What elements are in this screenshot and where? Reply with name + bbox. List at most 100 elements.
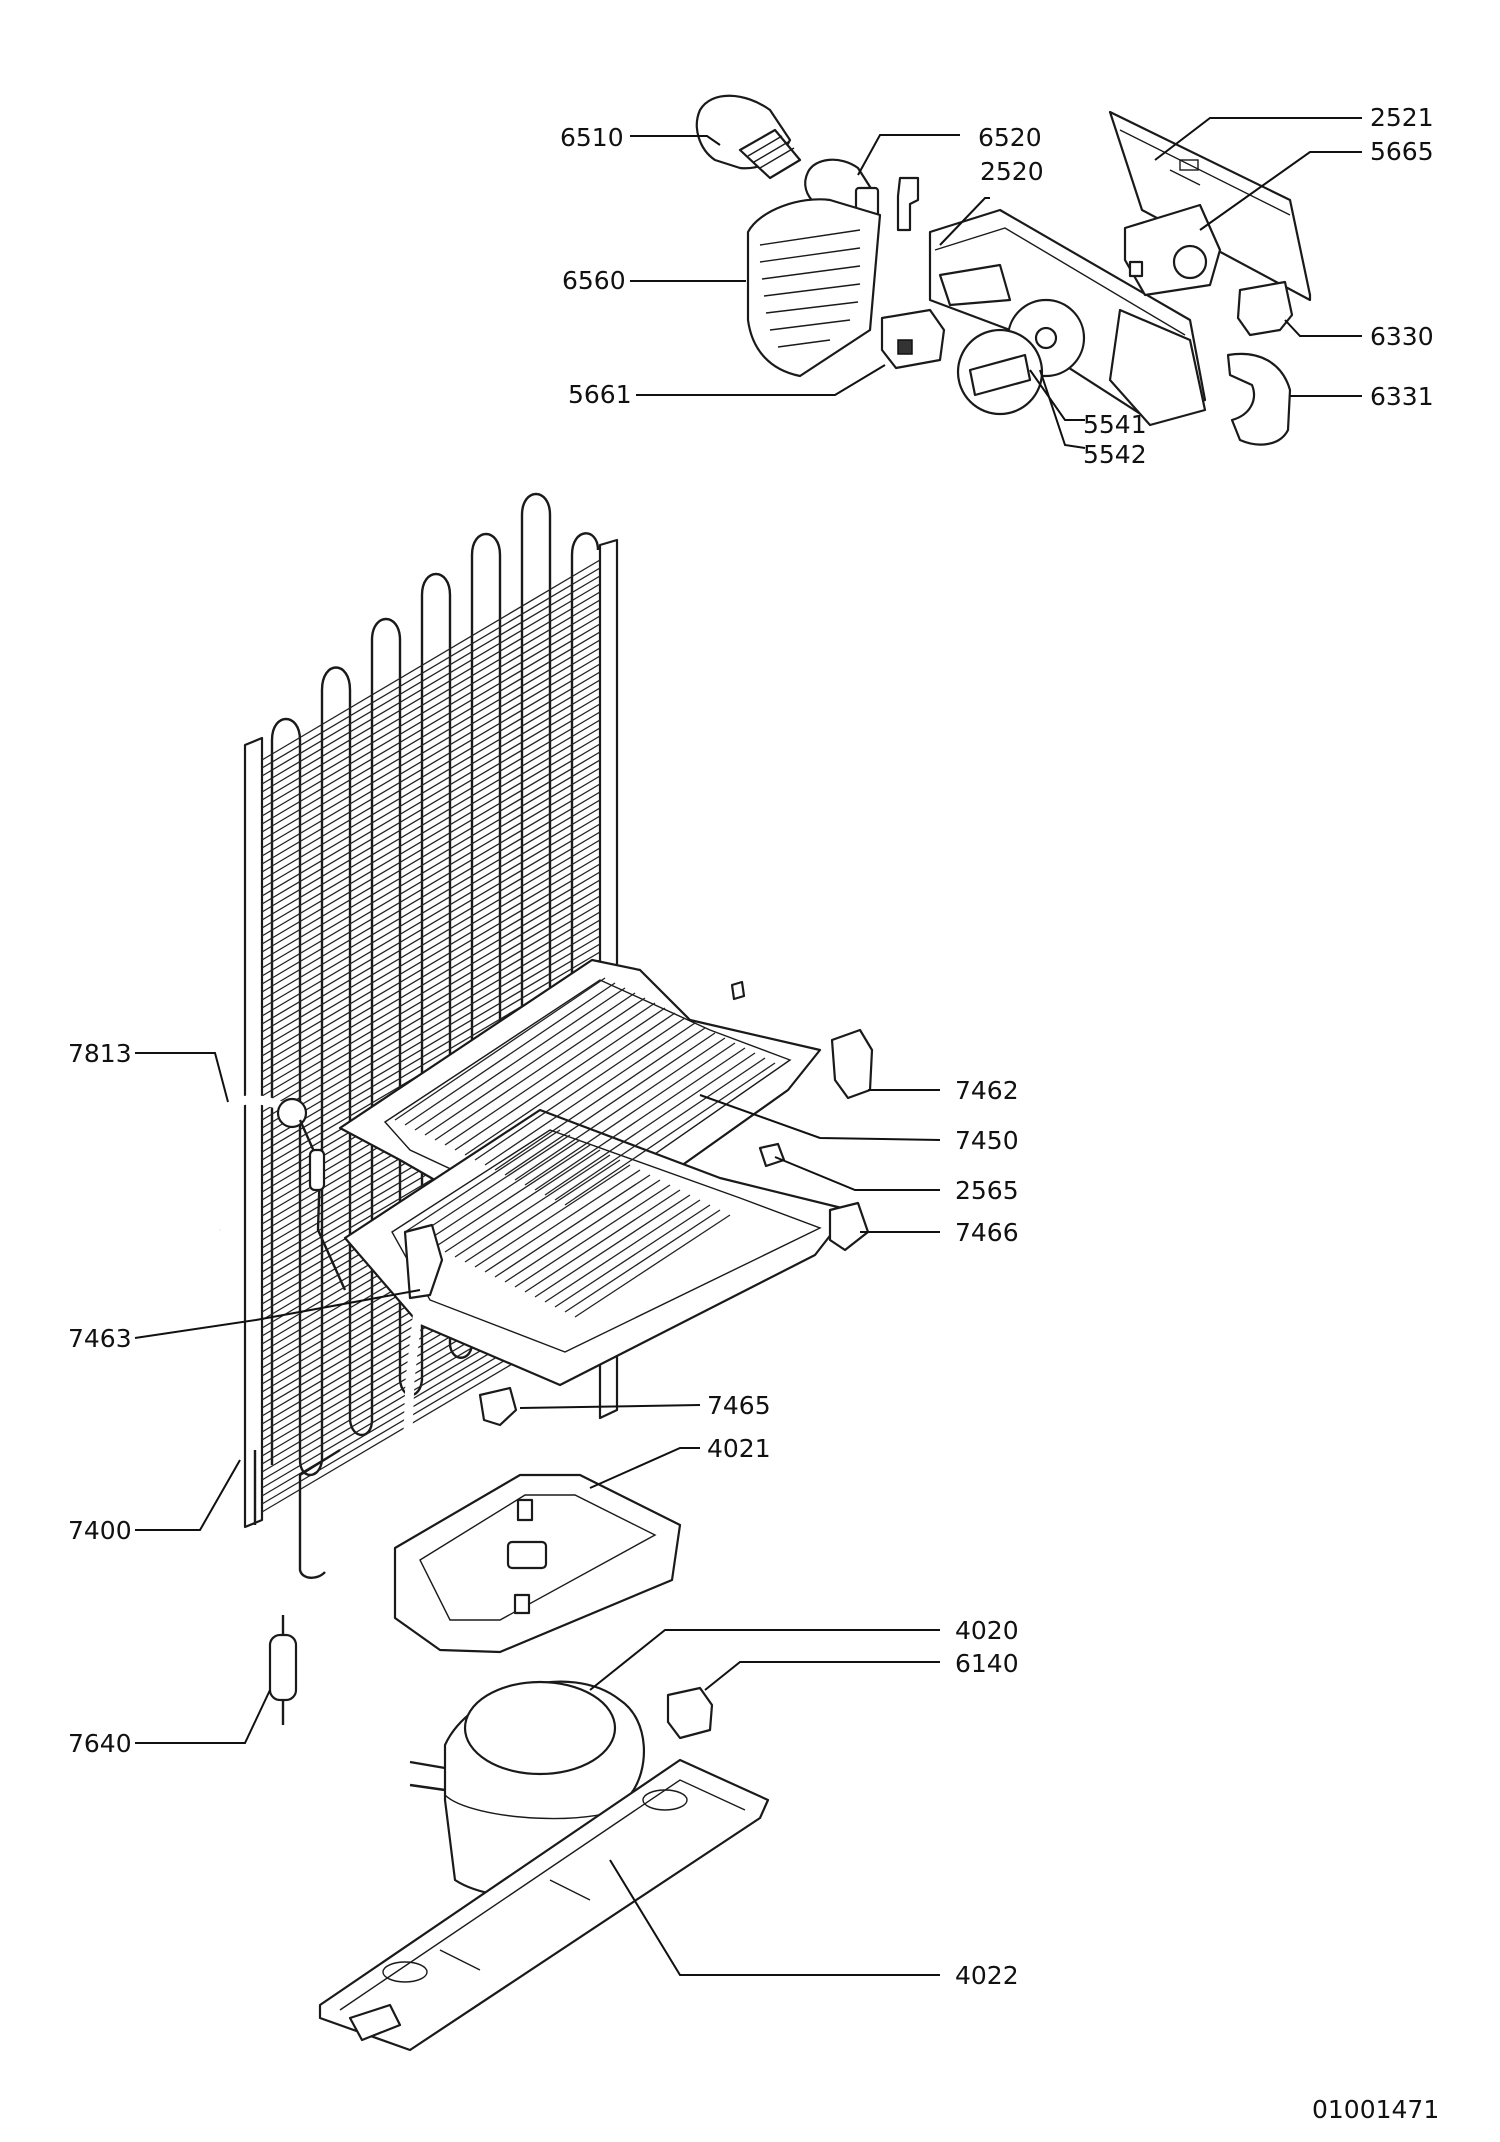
drip-tray (393, 1473, 682, 1654)
shelf-wire (534, 1047, 746, 1191)
label-2565: 2565 (955, 1176, 1019, 1205)
condenser-fin (261, 703, 601, 905)
condenser-fin (261, 823, 601, 1025)
shelf-wire (514, 1184, 671, 1288)
condenser-fin (261, 679, 601, 881)
label-4020: 4020 (955, 1616, 1019, 1645)
condenser-fin (261, 943, 601, 1145)
condenser-fin (261, 807, 601, 1009)
shelf-wire (424, 1139, 581, 1243)
light-switch (880, 308, 946, 370)
shelf-wire (564, 1209, 721, 1313)
shelf-wire (574, 1214, 731, 1318)
shelf-wire (544, 1199, 701, 1303)
label-6330: 6330 (1370, 322, 1434, 351)
shelf-wire (554, 1057, 766, 1201)
shelf-wire (394, 977, 606, 1121)
light-cover (746, 198, 882, 378)
condenser-fin (261, 887, 601, 1089)
label-2521: 2521 (1370, 103, 1434, 132)
shelf-wire (514, 1037, 726, 1181)
leader-lines (134, 117, 1362, 1976)
label-2520: 2520 (980, 157, 1044, 186)
shelf-wire (434, 997, 646, 1141)
condenser-fin (261, 895, 601, 1097)
label-5542: 5542 (1083, 440, 1147, 469)
label-7813: 7813 (68, 1039, 132, 1068)
condenser-fin (261, 847, 601, 1049)
shelf-wire (524, 1042, 736, 1186)
bracket-7463 (403, 1223, 444, 1300)
label-6140: 6140 (955, 1649, 1019, 1678)
shelf-wire (404, 982, 616, 1126)
mounting-plate (1108, 110, 1312, 302)
relay-box (666, 1686, 714, 1740)
condenser-fin (261, 615, 601, 817)
condenser-fin (261, 751, 601, 953)
lamp-bulb (695, 94, 802, 180)
base-plate (318, 1758, 770, 2052)
condenser-fin (261, 591, 601, 793)
condenser-fin (261, 727, 601, 929)
condenser-fin (261, 863, 601, 1065)
condenser-fin (261, 903, 601, 1105)
condenser-fin (261, 951, 601, 1153)
label-4022: 4022 (955, 1961, 1019, 1990)
clip-2565 (758, 1142, 786, 1168)
label-7462: 7462 (955, 1076, 1019, 1105)
condenser-fin (261, 671, 601, 873)
condenser-fin (261, 927, 601, 1129)
label-7640: 7640 (68, 1729, 132, 1758)
shelf-wire (504, 1032, 716, 1176)
condenser-fin (261, 871, 601, 1073)
thermostat (1123, 203, 1222, 297)
document-id: 01001471 (1312, 2095, 1439, 2124)
shelf-wire (424, 992, 636, 1136)
thermostat-light-assembly (695, 94, 1312, 446)
label-4021: 4021 (707, 1434, 771, 1463)
label-6331: 6331 (1370, 382, 1434, 411)
condenser-fin (261, 623, 601, 825)
condenser-fin (261, 767, 601, 969)
shelf-wire (434, 1144, 591, 1248)
condenser-fin (261, 567, 601, 769)
filter-drier (268, 1615, 298, 1725)
shelf-wire (524, 1189, 681, 1293)
shelf-wire (444, 1149, 601, 1253)
shelf-wire (454, 1007, 666, 1151)
condenser-fin (261, 583, 601, 785)
shelf-wire (494, 1174, 651, 1278)
condenser-fin (261, 631, 601, 833)
condenser-fin (261, 695, 601, 897)
label-7466: 7466 (955, 1218, 1019, 1247)
label-7463: 7463 (68, 1324, 132, 1353)
condenser-fin (261, 655, 601, 857)
shelf-wire (464, 1012, 676, 1156)
condenser-fin (261, 815, 601, 1017)
condenser-fin (261, 791, 601, 993)
part-labels: 6510 6520 2520 2521 5665 6560 6330 5661 … (68, 103, 1434, 1990)
condenser-fin (261, 559, 601, 761)
condenser-fin (261, 711, 601, 913)
condenser-fin (261, 647, 601, 849)
condenser-fin (261, 935, 601, 1137)
shelf-wire (554, 1204, 711, 1308)
clip-7466 (828, 1201, 870, 1252)
condenser-fin (261, 687, 601, 889)
shelf-wire (564, 1062, 776, 1206)
label-6560: 6560 (562, 266, 626, 295)
condenser-fin (261, 575, 601, 777)
shelf-wire (404, 1129, 561, 1233)
shelf-wire (544, 1052, 756, 1196)
condenser-fin (261, 663, 601, 865)
switch-cover (1226, 352, 1292, 446)
condenser-fin (261, 919, 601, 1121)
condenser-fin (261, 879, 601, 1081)
shelf-wire (474, 1164, 631, 1268)
condenser-fin (261, 911, 601, 1113)
shelf-wire (484, 1022, 696, 1166)
door-switch (1236, 280, 1294, 337)
label-5541: 5541 (1083, 410, 1147, 439)
condenser-fin (261, 607, 601, 809)
